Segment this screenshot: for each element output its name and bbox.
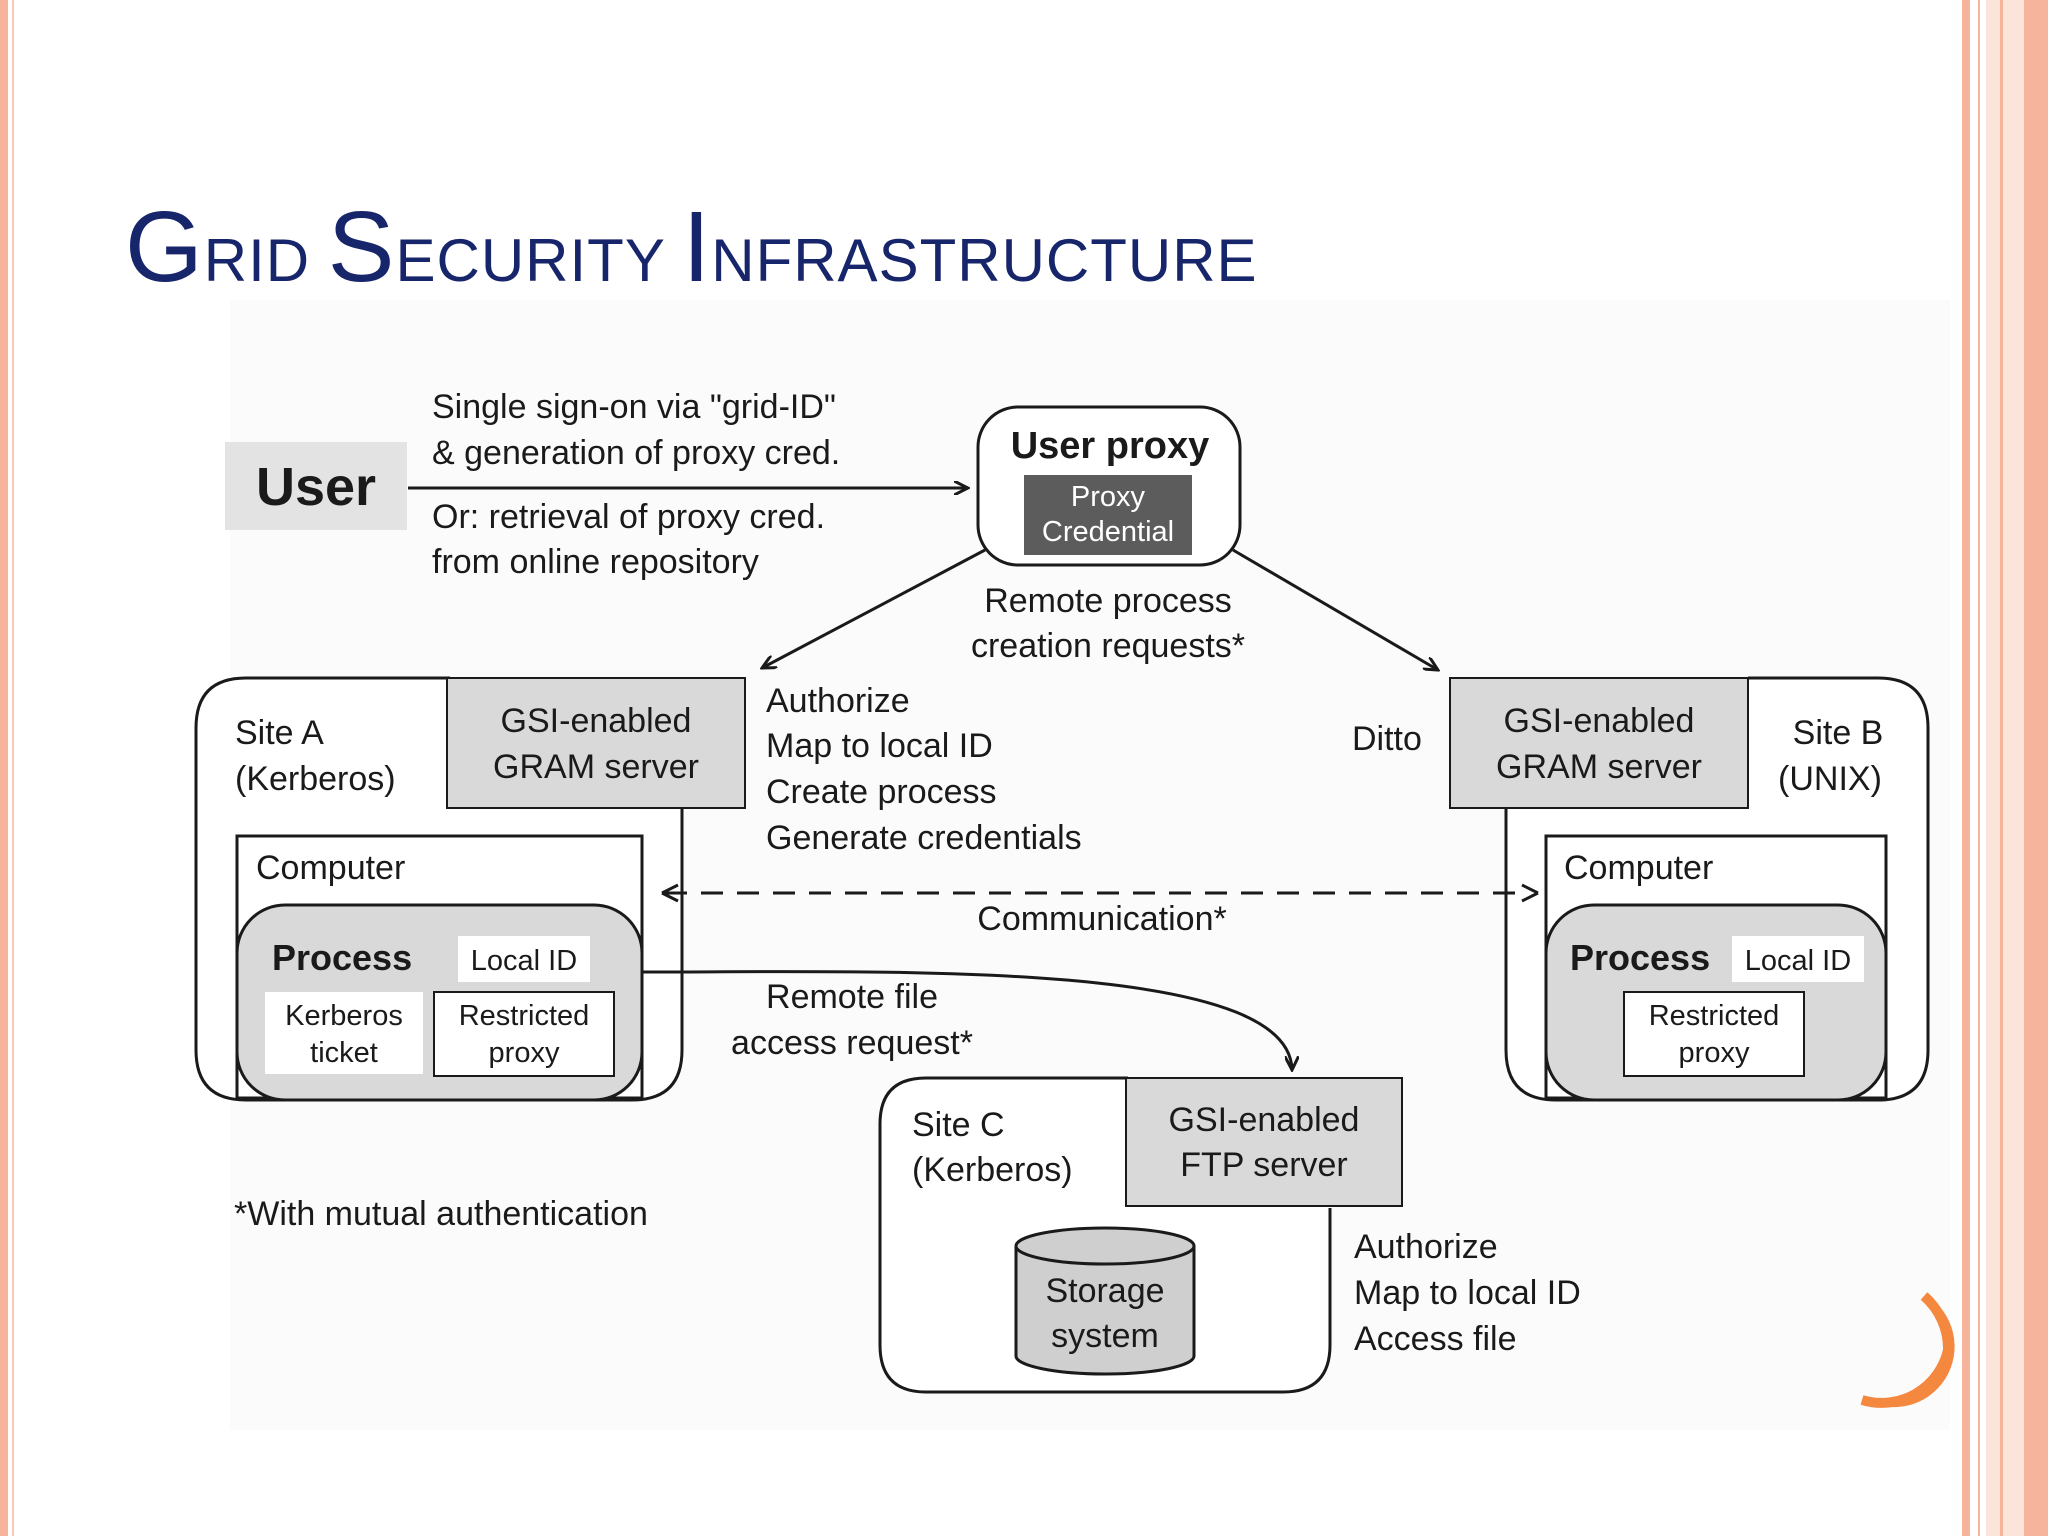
- remote-file-line-1: Remote file: [766, 978, 938, 1016]
- site-b-server-line-1: GSI-enabled: [1504, 702, 1695, 740]
- storage-line-2: system: [1051, 1317, 1159, 1355]
- site-a-restricted-proxy-box: [433, 991, 615, 1077]
- border-bar-left-2: [12, 0, 14, 1536]
- retrieval-line-1: Or: retrieval of proxy cred.: [432, 498, 825, 536]
- authorize-a-line-1: Authorize: [766, 682, 910, 720]
- border-bar-5: [2024, 0, 2048, 1536]
- authorize-c-line-1: Authorize: [1354, 1228, 1498, 1266]
- site-a-server-line-2: GRAM server: [493, 748, 699, 786]
- kerberos-ticket-box: [265, 992, 423, 1074]
- site-a-restricted-line-1: Restricted: [459, 1000, 590, 1032]
- slide-title: GRID SECURITY INFRASTRUCTURE: [125, 190, 1258, 305]
- authorize-c-line-3: Access file: [1354, 1320, 1517, 1358]
- site-a-process-label: Process: [272, 937, 412, 978]
- authorize-a-line-3: Create process: [766, 773, 997, 811]
- site-c-server-line-1: GSI-enabled: [1169, 1101, 1360, 1139]
- proxy-credential-line-2: Credential: [1042, 516, 1174, 548]
- site-b-name-2: (UNIX): [1778, 760, 1882, 798]
- title-cap-3: I: [682, 191, 712, 303]
- retrieval-line-2: from online repository: [432, 543, 759, 581]
- site-a-local-id: Local ID: [471, 945, 577, 977]
- site-b-server-box: [1449, 677, 1749, 809]
- site-a-name-1: Site A: [235, 714, 324, 752]
- title-rest-3: NFRASTRUCTURE: [711, 227, 1258, 294]
- proxy-credential-box: [1024, 475, 1192, 555]
- title-cap-2: S: [327, 191, 396, 303]
- site-c-server-line-2: FTP server: [1180, 1146, 1348, 1184]
- proxy-to-site-b-arrow: [1232, 548, 1438, 670]
- remote-file-arrow: [641, 970, 1292, 1070]
- remote-process-line-1: Remote process: [984, 582, 1232, 620]
- border-bar-2: [1978, 0, 1980, 1536]
- signon-line-2: & generation of proxy cred.: [432, 434, 840, 472]
- user-box: [225, 442, 407, 530]
- communication-arrowhead-right: [1521, 883, 1539, 903]
- site-a-local-id-box: [458, 936, 590, 982]
- border-bar-left: [0, 0, 8, 1536]
- kerberos-ticket-line-2: ticket: [310, 1037, 378, 1069]
- storage-cylinder-body: [1014, 1246, 1196, 1376]
- site-c-name-2: (Kerberos): [912, 1151, 1073, 1189]
- footnote: *With mutual authentication: [234, 1195, 648, 1233]
- storage-cylinder-top: [1014, 1226, 1196, 1266]
- site-b-computer-label: Computer: [1564, 849, 1713, 887]
- remote-process-line-2: creation requests*: [971, 627, 1245, 665]
- site-a-computer-label: Computer: [256, 849, 405, 887]
- kerberos-ticket-line-1: Kerberos: [285, 1000, 403, 1032]
- site-c-server-box: [1125, 1077, 1403, 1207]
- site-b-server-line-2: GRAM server: [1496, 748, 1702, 786]
- border-bar-1: [1962, 0, 1970, 1536]
- site-b-restricted-line-2: proxy: [1679, 1037, 1750, 1069]
- border-bar-4: [2000, 0, 2003, 1536]
- title-rest-2: ECURITY: [395, 227, 683, 294]
- site-b-restricted-proxy-box: [1623, 991, 1805, 1077]
- signon-line-1: Single sign-on via "grid-ID": [432, 388, 836, 426]
- title-cap-1: G: [125, 191, 204, 303]
- communication-arrowhead-left: [661, 883, 679, 903]
- title-rest-1: RID: [203, 227, 328, 294]
- site-a-restricted-line-2: proxy: [489, 1037, 560, 1069]
- user-proxy-title: User proxy: [1011, 425, 1210, 467]
- orange-circle-edge: [1860, 1292, 1954, 1408]
- site-b-local-id-box: [1732, 936, 1864, 982]
- site-c-name-1: Site C: [912, 1106, 1005, 1144]
- authorize-a-line-2: Map to local ID: [766, 727, 993, 765]
- user-label: User: [256, 457, 376, 517]
- storage-line-1: Storage: [1045, 1272, 1164, 1310]
- ditto-label: Ditto: [1352, 720, 1422, 758]
- site-a-name-2: (Kerberos): [235, 760, 396, 798]
- site-b-process-label: Process: [1570, 937, 1710, 978]
- proxy-to-site-a-arrow: [762, 548, 986, 668]
- remote-file-line-2: access request*: [731, 1024, 973, 1062]
- authorize-a-line-4: Generate credentials: [766, 819, 1082, 857]
- communication-label: Communication*: [977, 900, 1226, 938]
- site-b-name-1: Site B: [1793, 714, 1884, 752]
- authorize-c-line-2: Map to local ID: [1354, 1274, 1581, 1312]
- proxy-credential-line-1: Proxy: [1071, 481, 1146, 513]
- site-b-restricted-line-1: Restricted: [1649, 1000, 1780, 1032]
- site-b-local-id: Local ID: [1745, 945, 1851, 977]
- site-a-server-line-1: GSI-enabled: [501, 702, 692, 740]
- border-bar-3: [1986, 0, 2024, 1536]
- site-a-server-box: [446, 677, 746, 809]
